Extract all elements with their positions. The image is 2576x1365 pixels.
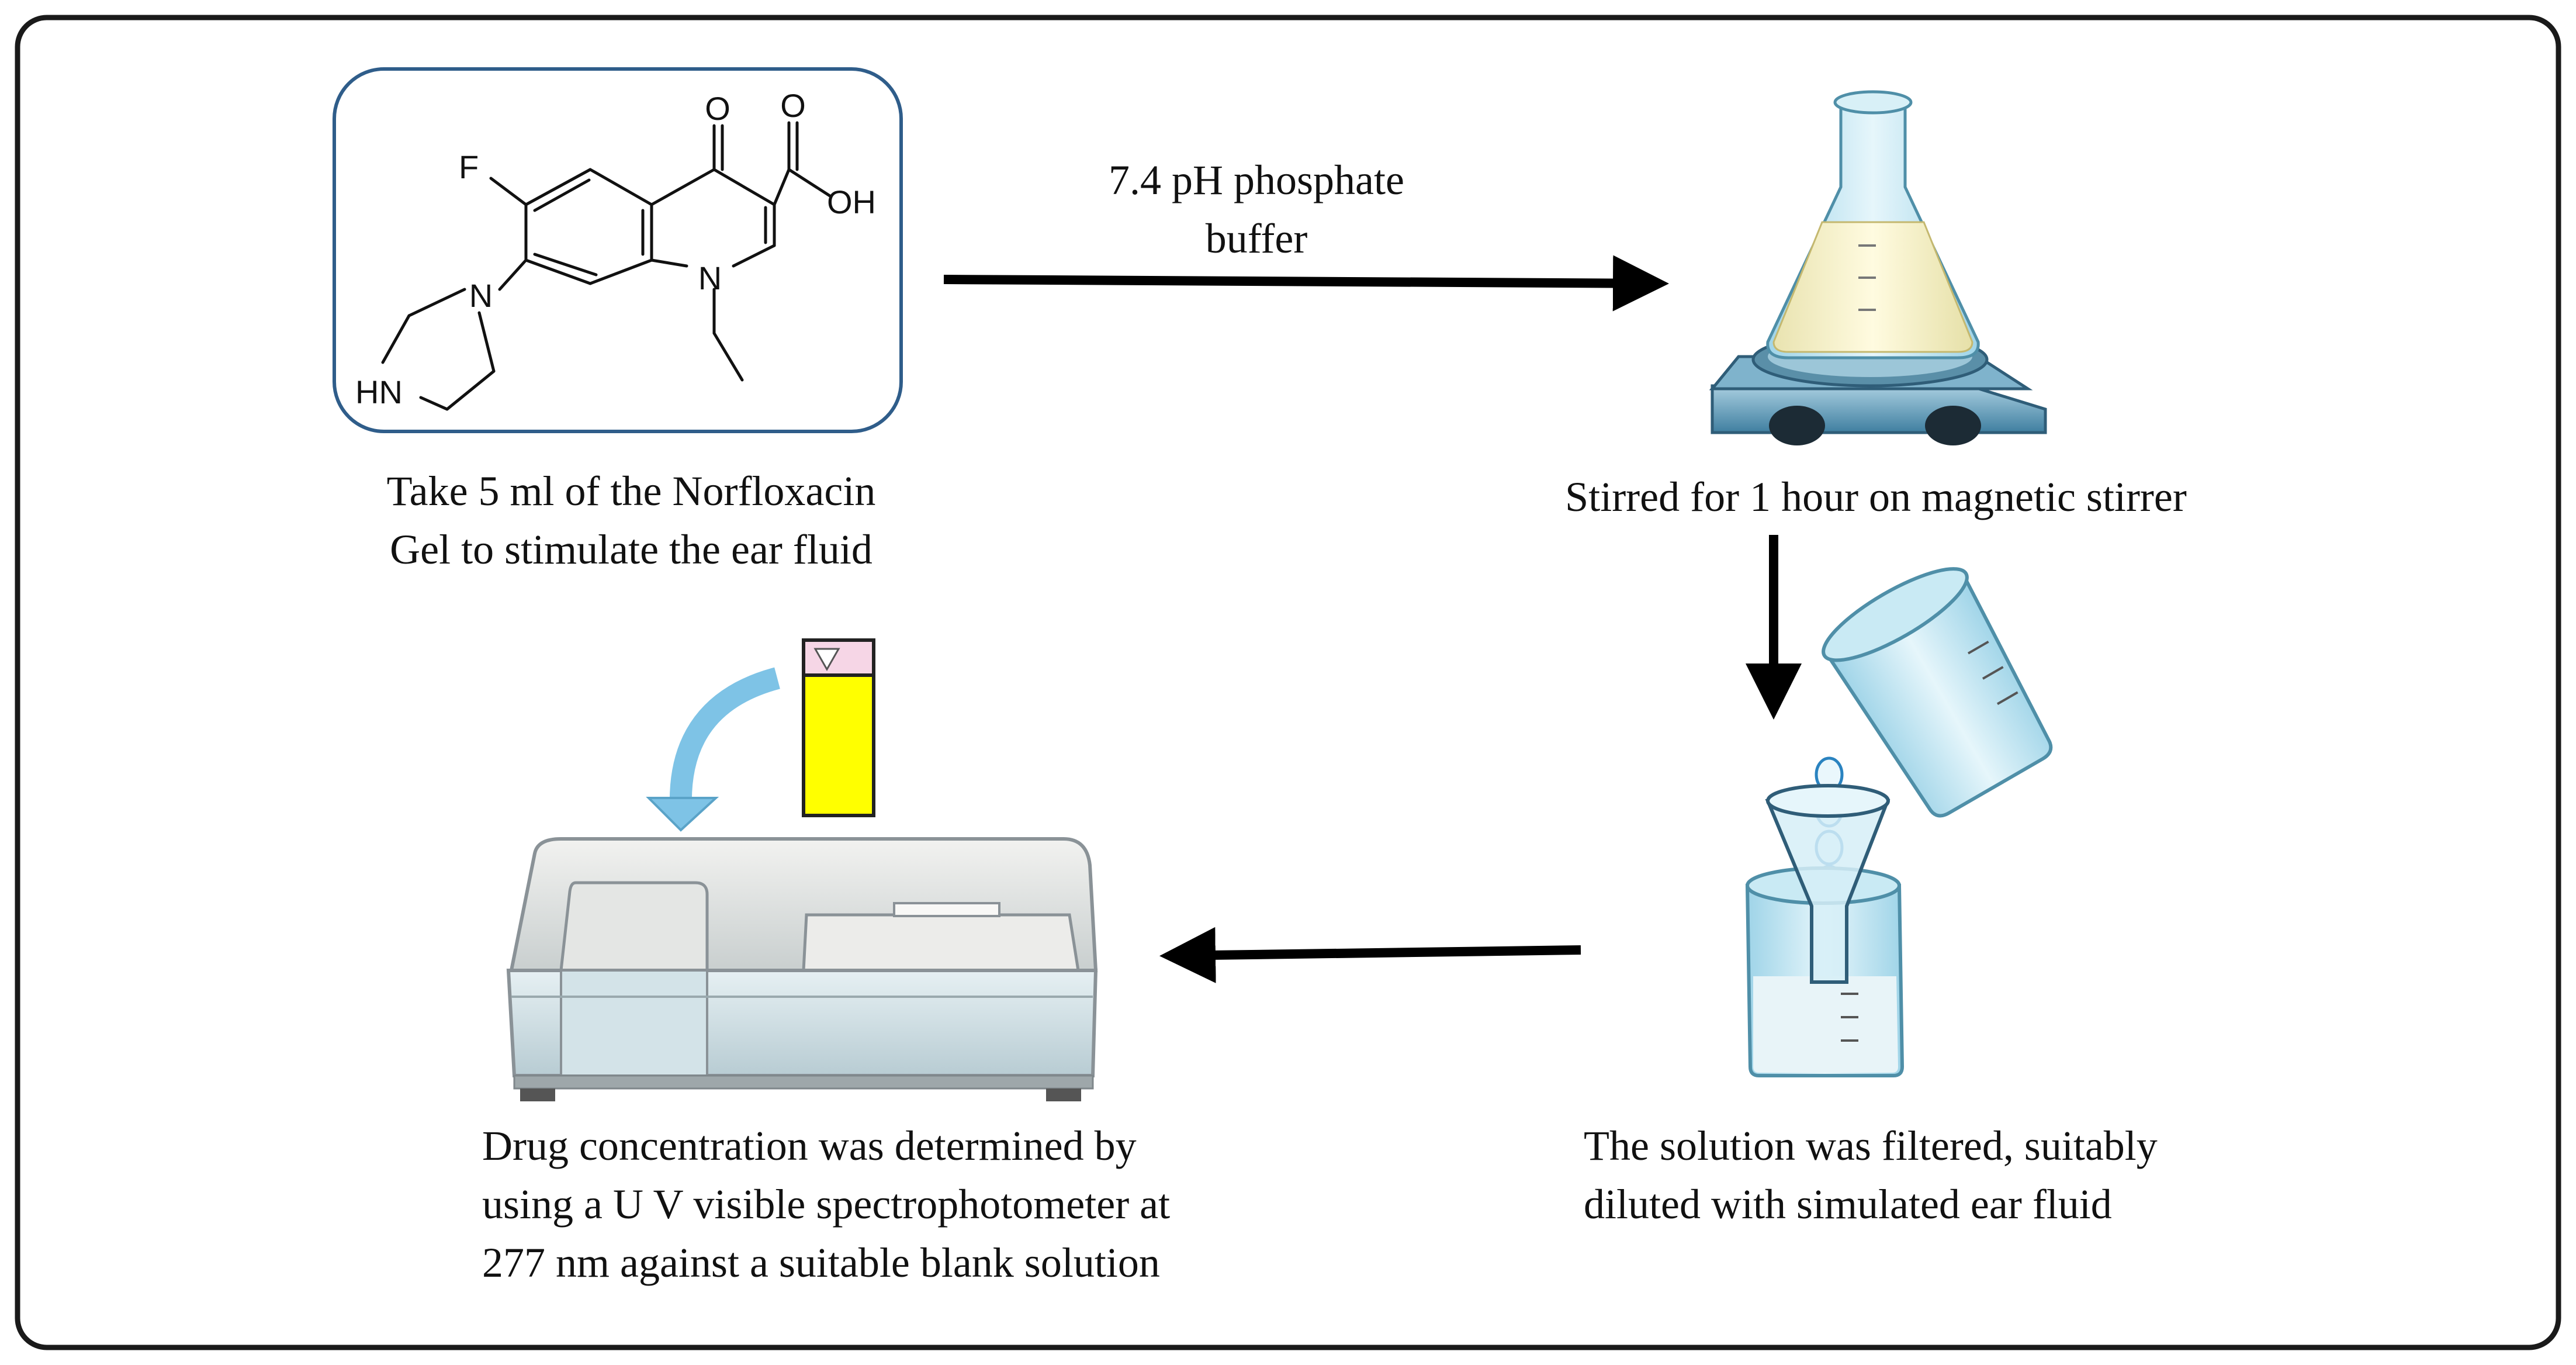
- funnel-filter-icon: [1745, 784, 1905, 1077]
- step2-caption: Stirred for 1 hour on magnetic stirrer: [1496, 468, 2256, 526]
- atom-piperazine-n: N: [469, 277, 493, 314]
- step1-caption-line: Gel to stimulate the ear fluid: [390, 526, 872, 573]
- arrow1-caption: 7.4 pH phosphate buffer: [1052, 151, 1461, 268]
- spectrophotometer-icon: [506, 837, 1098, 1101]
- atom-fluoro: F: [459, 148, 479, 185]
- step4-caption-line: Drug concentration was determined by: [482, 1122, 1137, 1169]
- step2-caption-line: Stirred for 1 hour on magnetic stirrer: [1565, 474, 2187, 520]
- beaker-pour-icon: [1822, 567, 2053, 818]
- step1-caption: Take 5 ml of the Norfloxacin Gel to stim…: [327, 462, 935, 579]
- atom-ring-n: N: [698, 260, 722, 296]
- arrow-step1-to-step2: [943, 255, 1669, 312]
- norfloxacin-structure: [381, 121, 832, 411]
- erlenmeyer-flask-icon: [1766, 90, 1980, 360]
- step3-caption-line: diluted with simulated ear fluid: [1584, 1181, 2112, 1228]
- atom-carbonyl-o: O: [780, 87, 806, 124]
- step4-caption-line: 277 nm against a suitable blank solution: [482, 1239, 1160, 1286]
- atom-hydroxyl: OH: [827, 184, 876, 220]
- stirrer-knob-right: [1925, 406, 1981, 445]
- curved-arrow-icon: [669, 667, 781, 807]
- outer-frame: [15, 15, 2561, 1350]
- step3-caption: The solution was filtered, suitably dilu…: [1584, 1117, 2285, 1233]
- instrument-foot-left: [520, 1088, 555, 1101]
- arrow-step3-to-step4: [1159, 927, 1581, 983]
- arrow1-caption-line: 7.4 pH phosphate: [1109, 157, 1404, 203]
- arrow1-caption-line: buffer: [1205, 215, 1308, 262]
- magnetic-stirrer-icon: [1709, 331, 2047, 445]
- stirrer-knob-left: [1769, 406, 1825, 445]
- step4-caption: Drug concentration was determined by usi…: [482, 1117, 1329, 1292]
- step1-caption-line: Take 5 ml of the Norfloxacin: [386, 468, 876, 514]
- atom-oxo: O: [705, 90, 730, 127]
- molecule-box: [333, 67, 903, 433]
- step4-caption-line: using a U V visible spectrophotometer at: [482, 1181, 1171, 1228]
- atom-amine: HN: [355, 374, 403, 410]
- instrument-foot-right: [1046, 1088, 1081, 1101]
- step3-caption-line: The solution was filtered, suitably: [1584, 1122, 2158, 1169]
- cuvette-icon: [802, 638, 875, 817]
